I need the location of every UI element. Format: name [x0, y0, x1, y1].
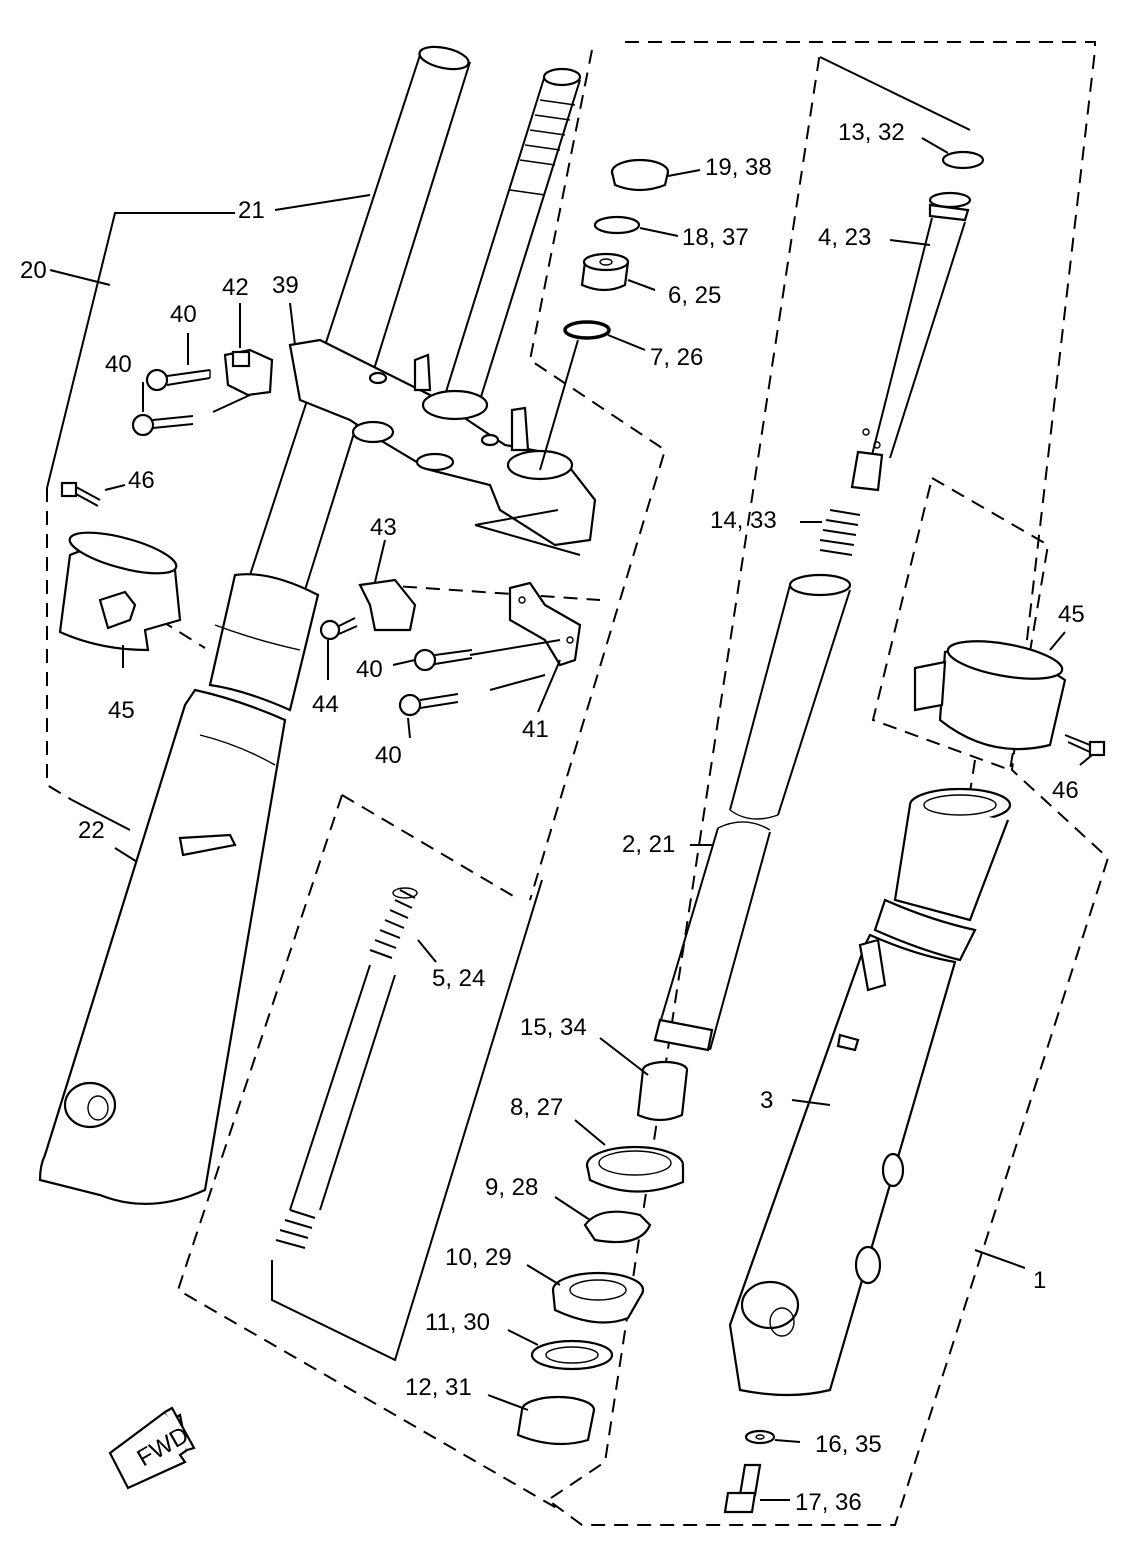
bolt-40-middle-lower: [398, 693, 459, 717]
callout-40-top: 40: [170, 301, 197, 328]
clip-9: [583, 1210, 652, 1244]
callout-6-25: 6, 25: [668, 282, 721, 309]
callout-45-left: 45: [108, 697, 135, 724]
triple-clamp: [288, 338, 597, 547]
callout-5-24: 5, 24: [432, 965, 485, 992]
leader-lines: [104, 137, 1093, 1501]
callout-1: 1: [1033, 1267, 1046, 1294]
bolt-44: [319, 617, 358, 641]
washer-8: [585, 1145, 685, 1193]
callout-45-right: 45: [1058, 601, 1085, 628]
guide-bracket-41: [508, 581, 582, 667]
callout-2-21: 2, 21: [622, 831, 675, 858]
callout-4-23: 4, 23: [818, 224, 871, 251]
assembly-outline-1: [546, 41, 1110, 1526]
circlip-18: [593, 215, 641, 235]
callout-19-38: 19, 38: [705, 154, 772, 181]
callout-9-28: 9, 28: [485, 1174, 538, 1201]
leader-21: [274, 194, 371, 211]
callout-7-26: 7, 26: [650, 344, 703, 371]
callout-20: 20: [20, 257, 47, 284]
clamp-guide-a: [474, 509, 559, 526]
washer-11: [530, 1339, 614, 1371]
callout-42: 42: [222, 274, 249, 301]
bracket-4: [819, 56, 971, 131]
callout-15-34: 15, 34: [520, 1014, 587, 1041]
callout-43: 43: [370, 514, 397, 541]
bracket-spring-rod: [271, 879, 543, 1362]
callout-14-33: 14, 33: [710, 507, 777, 534]
guide-41-b: [489, 674, 546, 691]
guide-41-a: [469, 639, 561, 656]
bracket-42: [223, 348, 274, 397]
callout-39: 39: [272, 272, 299, 299]
spring-14: [819, 509, 861, 556]
cap-19: [610, 158, 670, 192]
spring-bracket-top: [341, 794, 521, 901]
left-fork-inner-tube: [249, 45, 471, 591]
callout-40-bottom: 40: [375, 742, 402, 769]
callout-10-29: 10, 29: [445, 1244, 512, 1271]
guide-bracket-43: [358, 578, 417, 632]
damper-rod-4: [850, 191, 972, 492]
bolt-17: [723, 1463, 762, 1514]
callout-22: 22: [78, 817, 105, 844]
bolt-40-lower: [131, 413, 194, 437]
nut-6: [580, 252, 630, 292]
callout-11-30: 11, 30: [425, 1309, 490, 1336]
callout-44: 44: [312, 691, 339, 718]
callout-21: 21: [238, 197, 265, 224]
callout-18-37: 18, 37: [682, 224, 749, 251]
bolt-guide-40: [212, 394, 251, 413]
left-leg-outline: [46, 488, 73, 801]
inner-outline-spring: [176, 794, 561, 1511]
callout-12-31: 12, 31: [405, 1374, 472, 1401]
callout-17-36: 17, 36: [795, 1489, 862, 1516]
screw-46-right: [1064, 734, 1106, 757]
bolt-40-middle-upper: [413, 648, 473, 672]
bolt-40-upper: [145, 368, 211, 392]
leader-22-a: [71, 799, 131, 831]
fwd-arrow-icon: FWD: [108, 1406, 196, 1490]
guide-43: [379, 584, 601, 601]
right-outer-tube-3: [728, 787, 1012, 1397]
steering-stem: [444, 67, 582, 401]
callout-46-left: 46: [128, 467, 155, 494]
screw-46-left: [60, 481, 101, 507]
callout-8-27: 8, 27: [510, 1094, 563, 1121]
callout-41: 41: [522, 716, 549, 743]
holder-45-left: [58, 531, 182, 652]
o-ring-7: [563, 320, 611, 340]
callout-3: 3: [760, 1087, 773, 1114]
guide-bush-15: [636, 1060, 689, 1122]
guide-7: [539, 339, 579, 471]
ring-13: [941, 150, 985, 170]
clamp-guide-b: [474, 524, 581, 556]
oil-seal-10: [551, 1271, 645, 1324]
holder-guide-right: [967, 759, 976, 806]
callout-16-35: 16, 35: [815, 1431, 882, 1458]
callout-40-middle: 40: [356, 656, 383, 683]
callout-40-left: 40: [105, 351, 132, 378]
spring-5: [275, 887, 418, 1249]
bracket-1: [974, 1249, 1026, 1269]
bracket-20: [46, 212, 135, 489]
fork-tube-2: [653, 573, 852, 1052]
inner-outline-damper: [528, 49, 667, 901]
left-fork-outer-tube: [38, 573, 320, 1205]
holder-45-right: [913, 640, 1067, 751]
washer-16: [744, 1429, 776, 1445]
callout-46-right: 46: [1052, 777, 1079, 804]
leader-20: [49, 269, 111, 286]
callout-13-32: 13, 32: [838, 119, 905, 146]
dust-seal-12: [516, 1395, 596, 1446]
